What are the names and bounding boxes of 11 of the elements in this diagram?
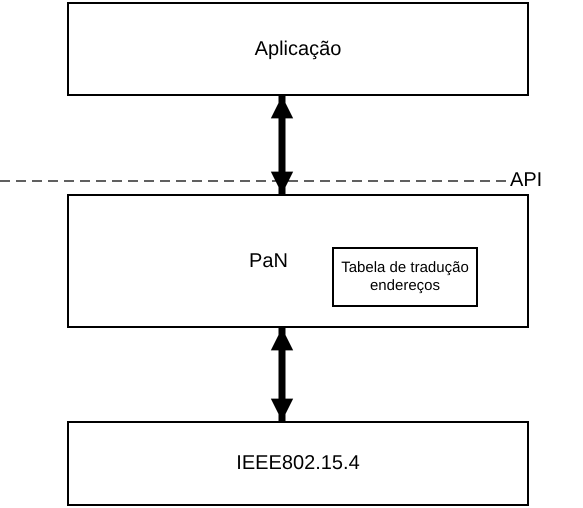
- node-label: PaN: [249, 250, 288, 272]
- node-label: Aplicação: [254, 38, 342, 60]
- double-arrow: [270, 328, 294, 421]
- layer-box: [67, 2, 529, 96]
- layer-box: [67, 421, 529, 506]
- double-arrow: [270, 96, 294, 194]
- boundary-label: API: [510, 169, 542, 192]
- table-box: [332, 247, 478, 307]
- layer-box: [67, 194, 529, 328]
- node-label: Tabela de tradução endereços: [340, 259, 470, 295]
- node-label: IEEE802.15.4: [236, 452, 360, 475]
